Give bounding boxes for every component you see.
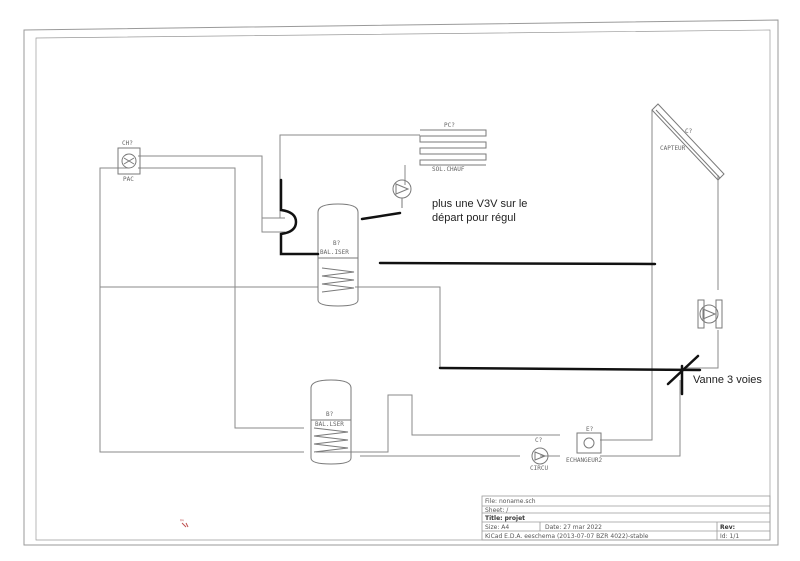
capteur-ref: C? <box>685 128 693 135</box>
circulateur-symbol <box>531 447 549 465</box>
note-vanne-3-voies: Vanne 3 voies <box>693 374 762 386</box>
markup-v3v-bracket <box>279 178 320 256</box>
note-v3v-line1: plus une V3V sur le <box>432 198 528 210</box>
pac-ref: CH? <box>122 140 133 147</box>
title-block-sheet: Sheet: / <box>485 507 509 514</box>
title-block-date: Date: 27 mar 2022 <box>545 524 602 531</box>
markup-lower-to-vanne <box>438 366 702 372</box>
title-block-id: Id: 1/1 <box>720 533 740 540</box>
note-v3v-line2: départ pour régul <box>432 212 516 224</box>
ballon-bottom-name: BAL.LSER <box>315 421 344 428</box>
title-block-size: Size: A4 <box>485 524 510 531</box>
piping <box>99 110 719 457</box>
title-block-kicad: KiCad E.D.A. eeschema (2013-07-07 BZR 40… <box>485 533 649 540</box>
capteur-symbol <box>651 103 725 181</box>
markup-lines <box>279 178 702 396</box>
stray-mark-text: ™ <box>180 519 184 526</box>
ballon-top-symbol <box>317 203 359 307</box>
echangeur-symbol <box>576 432 602 454</box>
stray-mark <box>181 522 189 528</box>
echangeur-name: ECHANGEUR2 <box>566 457 603 464</box>
markup-ballon-to-capteur <box>378 261 657 266</box>
pump-pc <box>392 179 412 208</box>
capteur-name: CAPTEUR <box>660 145 686 152</box>
title-block-file: File: noname.sch <box>485 498 536 505</box>
markup-pump-link <box>360 211 402 221</box>
pac-symbol <box>117 147 141 175</box>
title-block-title: Title: projet <box>485 515 526 522</box>
title-block-rev: Rev: <box>720 524 735 531</box>
echangeur-ref: E? <box>586 426 594 433</box>
sheet-border <box>23 19 779 546</box>
ballon-top-name: BAL.ISER <box>320 249 349 256</box>
title-block-frame <box>481 495 771 541</box>
ballon-bottom-ref: B? <box>326 411 334 418</box>
ballon-bottom-symbol <box>310 379 352 465</box>
pc-ref: PC? <box>444 122 455 129</box>
circulateur-ref: C? <box>535 437 543 444</box>
pump-solar <box>697 299 723 329</box>
pac-name: PAC <box>123 176 134 183</box>
pc-coil <box>419 129 487 166</box>
ballon-top-ref: B? <box>333 240 341 247</box>
circulateur-name: CIRCU <box>530 465 549 472</box>
pc-name: SOL.CHAUF <box>432 166 465 173</box>
